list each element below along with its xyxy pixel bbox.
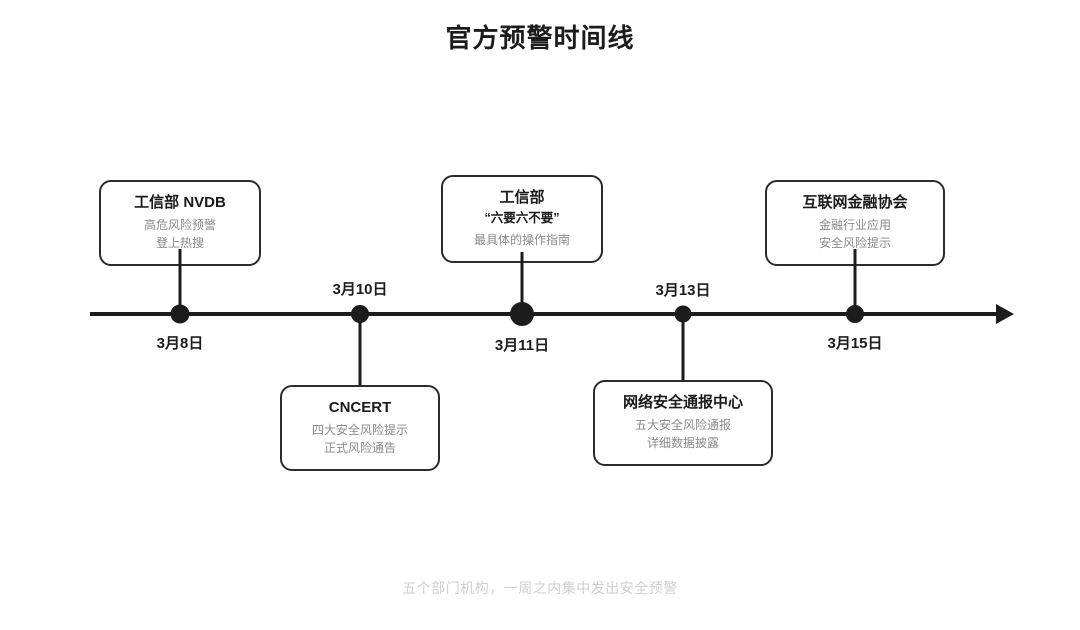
event-card-3-title: 工信部 (499, 189, 545, 206)
event-card-2[interactable]: CNCERT 四大安全风险提示 正式风险通告 (280, 385, 440, 472)
date-label-1: 3月8日 (156, 335, 204, 352)
event-connector-5 (853, 249, 857, 306)
timeline-arrow-icon (996, 304, 1014, 324)
event-connector-3 (520, 252, 524, 304)
event-card-3[interactable]: 工信部 “六要六不要” 最具体的操作指南 (441, 175, 603, 264)
event-card-3-desc-line-1: 最具体的操作指南 (473, 232, 570, 247)
timeline-node-5[interactable] (846, 305, 864, 323)
page-title: 官方预警时间线 (445, 23, 635, 53)
event-connector-2 (358, 322, 362, 385)
timeline-node-2[interactable] (351, 305, 369, 323)
event-connector-1 (178, 249, 182, 305)
event-card-1-title: 工信部 NVDB (134, 194, 226, 211)
date-label-2: 3月10日 (332, 281, 388, 298)
event-card-4-desc-line-1: 五大安全风险通报 (634, 418, 731, 433)
event-card-5-desc-line-2: 安全风险提示 (818, 235, 891, 250)
event-card-4-desc-line-2: 详细数据披露 (646, 435, 719, 450)
event-card-4[interactable]: 网络安全通报中心 五大安全风险通报 详细数据披露 (593, 380, 773, 467)
timeline-node-4[interactable] (674, 305, 692, 323)
event-card-1-desc-line-2: 登上热搜 (155, 235, 204, 250)
event-card-3-subtitle: “六要六不要” (484, 211, 560, 226)
event-card-1-desc-line-1: 高危风险预警 (143, 218, 216, 233)
footer-caption: 五个部门机构，一周之内集中发出安全预警 (402, 580, 678, 596)
event-card-2-desc-line-2: 正式风险通告 (323, 440, 396, 455)
date-label-5: 3月15日 (827, 335, 883, 352)
event-connector-4 (681, 322, 685, 380)
event-card-2-title: CNCERT (328, 399, 392, 416)
event-card-5-title: 互联网金融协会 (802, 194, 908, 211)
date-label-4: 3月13日 (655, 282, 711, 299)
event-card-2-desc-line-1: 四大安全风险提示 (311, 423, 408, 438)
timeline-node-1[interactable] (170, 304, 190, 324)
event-card-4-title: 网络安全通报中心 (622, 394, 743, 411)
timeline-node-3[interactable] (510, 302, 534, 326)
event-card-5-desc-line-1: 金融行业应用 (818, 218, 891, 233)
date-label-3: 3月11日 (494, 337, 550, 354)
